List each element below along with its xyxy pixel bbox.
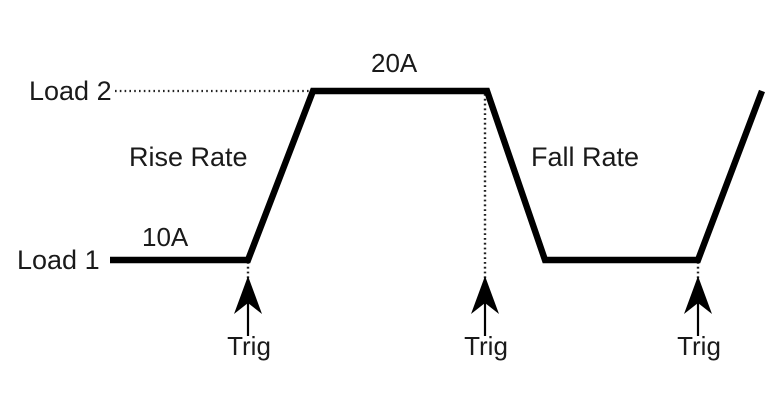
- trigger-label-3: Trig: [677, 331, 721, 361]
- trigger-label-2: Trig: [464, 331, 508, 361]
- load-current-waveform: [110, 87, 765, 264]
- current-low-value-label: 10A: [142, 222, 189, 252]
- trigger-arrowhead-icon: [471, 276, 499, 314]
- trigger-arrow-1: [234, 276, 262, 336]
- load-low-level-label: Load 1: [17, 245, 100, 275]
- trigger-arrow-2: [471, 276, 499, 336]
- fall-rate-label: Fall Rate: [531, 142, 640, 172]
- load-high-level-label: Load 2: [29, 76, 112, 106]
- trigger-arrowhead-icon: [234, 276, 262, 314]
- trigger-label-1: Trig: [227, 331, 271, 361]
- rise-rate-label: Rise Rate: [129, 142, 248, 172]
- trigger-arrowhead-icon: [684, 276, 712, 314]
- trigger-arrow-3: [684, 276, 712, 336]
- current-high-value-label: 20A: [371, 48, 418, 78]
